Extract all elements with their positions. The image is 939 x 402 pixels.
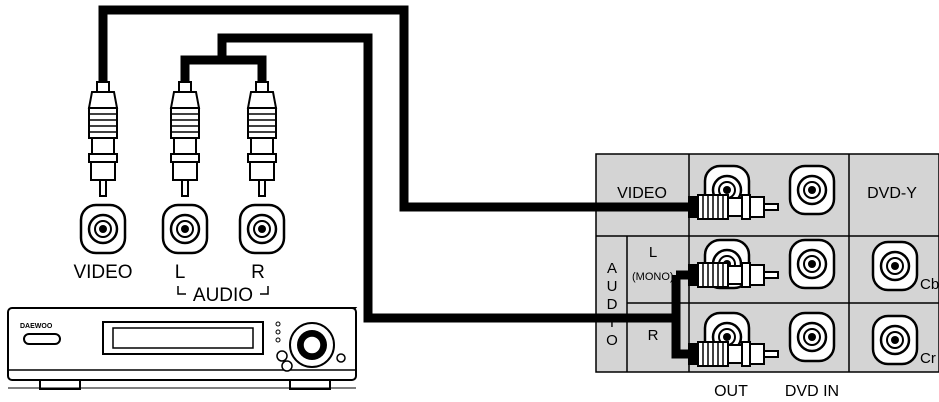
audio-l-dvd-in-jack [788,238,836,290]
panel-mono-label: (MONO) [632,271,674,283]
cr-jack [871,314,919,366]
audio-l-panel-plug [687,262,779,288]
video-dvd-in-jack [788,164,836,216]
vcr-audio-l-jack [161,203,209,255]
cables [98,5,690,359]
video-panel-plug [687,194,779,220]
audio-cable [217,33,676,323]
vcr-audio-label: AUDIO [193,285,253,306]
panel-cb-label: Cb [920,276,939,293]
audio-letter-3: D [607,296,618,313]
panel-dvd-y-label: DVD-Y [867,185,917,202]
audio-l-plug [170,81,200,197]
audio-r-panel-plug [687,341,779,367]
audio-letter-1: A [607,260,617,277]
panel-out-label: OUT [714,383,748,400]
audio-cable-split [180,55,267,84]
vcr-left-label: L [175,262,186,283]
panel-right-label: R [648,327,659,344]
cb-jack [871,240,919,292]
audio-r-dvd-in-jack [788,311,836,363]
vcr-audio-r-jack [238,203,286,255]
vcr-video-jack [79,203,127,255]
audio-letter-2: U [607,278,618,295]
audio-bracket [177,286,269,295]
audio-letter-4: I [610,314,614,331]
audio-letter-5: O [606,332,618,349]
panel-cr-label: Cr [920,350,936,367]
audio-r-plug [247,81,277,197]
dvd-back-panel [595,153,939,373]
panel-left-label: L [649,244,657,261]
video-plug [88,81,118,197]
vcr [7,307,358,390]
panel-dvd-in-label: DVD IN [785,383,839,400]
video-cable [98,5,690,212]
vcr-video-label: VIDEO [73,262,132,283]
vcr-brand: DAEWOO [20,323,53,330]
vcr-right-label: R [251,262,265,283]
panel-video-label: VIDEO [617,185,667,202]
audio-cable-branch [671,275,690,359]
